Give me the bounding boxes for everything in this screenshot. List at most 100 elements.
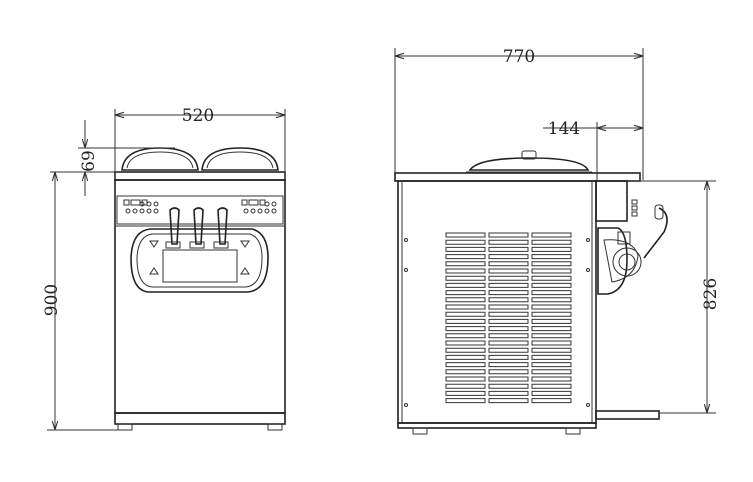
vent-slat [488,290,529,296]
front-view [114,147,286,431]
vent-slat [531,304,572,310]
dim-front-width: 520 [182,106,214,126]
vent-slat [531,333,572,339]
dispensing-panel [130,228,269,293]
vent-slat [445,304,486,310]
vent-slat [488,304,529,310]
vent-slat [531,318,572,324]
vent-slat [445,268,486,274]
right-hopper-lid [201,147,279,171]
vent-slat [488,354,529,360]
vent-slat [531,369,572,375]
vent-slat [445,232,486,238]
vent-slat [531,254,572,260]
dispensing-handles [165,207,229,249]
dim-lid-height: 69 [79,150,99,172]
vent-slat [488,297,529,303]
drip-tray [595,410,660,420]
side-view [394,150,668,435]
vent-slat [445,275,486,281]
dim-side-total-width: 770 [503,47,535,67]
vent-slat [445,369,486,375]
vent-slat [445,246,486,252]
vent-slat [488,333,529,339]
vent-slat [488,383,529,389]
dim-side-body-height: 826 [701,278,721,310]
vent-slat [531,390,572,396]
side-base [397,422,597,429]
vent-slat [531,268,572,274]
vent-slat [531,246,572,252]
left-hopper-lid [121,147,199,171]
vent-slat [445,347,486,353]
vent-slat [531,297,572,303]
vent-slat [445,297,486,303]
vent-slat [445,318,486,324]
vent-slat [531,362,572,368]
vent-slat [531,383,572,389]
vent-slat [531,261,572,267]
vent-slat [488,239,529,245]
dim-spout-offset: 144 [548,119,580,139]
vent-slat [445,376,486,382]
vent-slat [531,376,572,382]
vent-slat [531,239,572,245]
vent-slat [531,340,572,346]
side-handle [643,207,668,259]
vent-slat [488,261,529,267]
vent-slat [531,290,572,296]
dim-front-total-height: 900 [42,284,62,316]
vent-slat [445,354,486,360]
vent-slat [488,318,529,324]
vent-slat [531,398,572,404]
front-body [114,179,286,414]
vent-slat [488,275,529,281]
vent-slat [488,398,529,404]
vent-slat [445,340,486,346]
front-top-cap [114,171,286,181]
vent-slat [488,369,529,375]
vent-slat [531,275,572,281]
vent-slat [445,254,486,260]
vent-slat [531,282,572,288]
vent-slat [445,326,486,332]
vent-slat [445,290,486,296]
side-dimensions [394,48,716,414]
vent-slat [445,390,486,396]
vent-slat [445,383,486,389]
vent-slat [488,282,529,288]
dispenser-head [595,180,628,222]
vent-slat [531,326,572,332]
vent-slat [488,232,529,238]
vent-slat [488,362,529,368]
vent-slat [488,326,529,332]
vent-slat [488,254,529,260]
side-hopper-lid [468,157,590,171]
vent-slat [445,261,486,267]
control-panel [116,195,284,225]
vent-slat [488,390,529,396]
vent-slat [488,311,529,317]
vent-slat [445,311,486,317]
drip-window [162,249,238,283]
vent-slat [488,347,529,353]
dispenser-valve [597,227,628,295]
vent-slat [488,376,529,382]
vent-slat [531,232,572,238]
vent-slat [488,340,529,346]
vent-slat [445,239,486,245]
front-base [114,412,286,425]
side-top-cap [394,172,641,182]
vent-slat [445,333,486,339]
vent-grille [445,232,572,404]
right-control-buttons [241,199,277,214]
front-dimensions [47,109,286,431]
vent-slat [488,268,529,274]
vent-slat [531,311,572,317]
vent-slat [488,246,529,252]
vent-slat [531,354,572,360]
left-control-buttons [123,199,159,214]
vent-slat [531,347,572,353]
vent-slat [445,398,486,404]
